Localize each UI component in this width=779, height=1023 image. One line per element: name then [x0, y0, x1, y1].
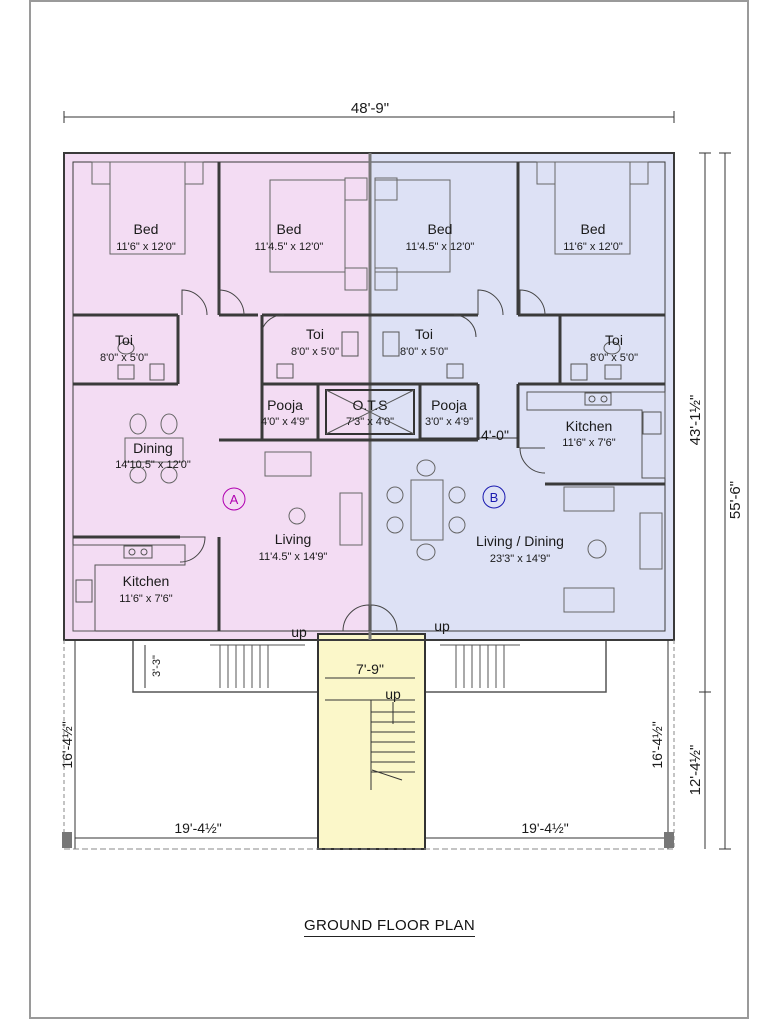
room-a-pooja-size: 4'0" x 4'9": [261, 416, 309, 428]
room-a-toi1-name: Toi: [115, 332, 133, 348]
ots-shaft: [325, 389, 415, 435]
dimension-lines: [63, 111, 731, 850]
dim-overall-width: 48'-9": [351, 100, 389, 117]
dim-passage: 4'-0": [481, 427, 509, 443]
dim-left-side-depth: 16'-4½": [59, 721, 75, 768]
room-b-bed1-size: 11'4.5" x 12'0": [406, 241, 475, 253]
room-b-pooja-size: 3'0" x 4'9": [425, 416, 473, 428]
room-a-pooja-name: Pooja: [267, 397, 303, 413]
room-a-bed1-name: Bed: [134, 221, 159, 237]
drawing-frame: [29, 0, 749, 1019]
room-a-living-size: 11'4.5" x 14'9": [259, 551, 328, 563]
drawing-title: GROUND FLOOR PLAN: [0, 917, 779, 937]
kitchen-counters: [72, 391, 666, 632]
door-swings: [179, 289, 546, 632]
room-a-toi2-size: 8'0" x 5'0": [291, 346, 339, 358]
room-a-bed1-size: 11'6" x 12'0": [116, 241, 176, 253]
room-b-bed1-name: Bed: [428, 221, 453, 237]
stair-up-left: up: [291, 624, 307, 640]
dim-building-depth: 43'-1½": [687, 395, 704, 446]
room-b-pooja-name: Pooja: [431, 397, 467, 413]
room-a-toi1-size: 8'0" x 5'0": [100, 352, 148, 364]
stair-treads: [325, 699, 415, 790]
room-b-bed2-size: 11'6" x 12'0": [563, 241, 623, 253]
dim-right-front: 19'-4½": [521, 820, 568, 836]
room-a-dining-name: Dining: [133, 440, 173, 456]
room-a-kitchen-name: Kitchen: [123, 573, 170, 589]
room-b-living-dining-name: Living / Dining: [476, 533, 564, 549]
unit-a-porch: [132, 639, 319, 693]
dim-left-front: 19'-4½": [174, 820, 221, 836]
unit-b-walls: [318, 162, 665, 486]
room-b-toi2-size: 8'0" x 5'0": [590, 352, 638, 364]
unit-a-marker: A: [230, 492, 239, 507]
room-b-toi1-name: Toi: [415, 326, 433, 342]
room-b-kitchen-name: Kitchen: [566, 418, 613, 434]
toilet-fixtures: [117, 331, 622, 381]
unit-b-marker-circle: [482, 485, 506, 509]
boundary-post-right: [664, 832, 674, 848]
room-a-bed2-size: 11'4.5" x 12'0": [255, 241, 324, 253]
room-b-bed2-name: Bed: [581, 221, 606, 237]
porch-steps: [210, 644, 520, 688]
unit-b-marker: B: [490, 490, 499, 505]
unit-b-porch: [423, 639, 607, 693]
room-b-living-dining-size: 23'3" x 14'9": [490, 553, 550, 565]
beds: [91, 161, 649, 291]
ots-name: O.T.S: [352, 397, 387, 413]
dim-setback-depth: 12'-4½": [687, 745, 704, 796]
room-b-toi2-name: Toi: [605, 332, 623, 348]
dim-stair-width: 7'-9": [356, 661, 384, 677]
dim-step-depth: 3'-3": [151, 655, 163, 677]
living-dining-furniture: [124, 413, 663, 613]
boundary-post-left: [62, 832, 72, 848]
room-a-toi2-name: Toi: [306, 326, 324, 342]
unit-b-area: [370, 153, 674, 640]
room-a-kitchen-size: 11'6" x 7'6": [119, 593, 172, 605]
ots-size: 7'3" x 4'0": [346, 416, 394, 428]
room-b-toi1-size: 8'0" x 5'0": [400, 346, 448, 358]
room-a-bed2-name: Bed: [277, 221, 302, 237]
unit-a-marker-circle: [222, 487, 246, 511]
room-b-kitchen-size: 11'6" x 7'6": [562, 437, 615, 449]
room-a-living-name: Living: [275, 531, 312, 547]
stair-up-right: up: [434, 618, 450, 634]
stair-up-main: up: [385, 686, 401, 702]
dim-right-side-depth: 16'-4½": [649, 721, 665, 768]
room-a-dining-size: 14'10.5" x 12'0": [115, 459, 191, 471]
dim-overall-depth: 55'-6": [727, 481, 744, 519]
